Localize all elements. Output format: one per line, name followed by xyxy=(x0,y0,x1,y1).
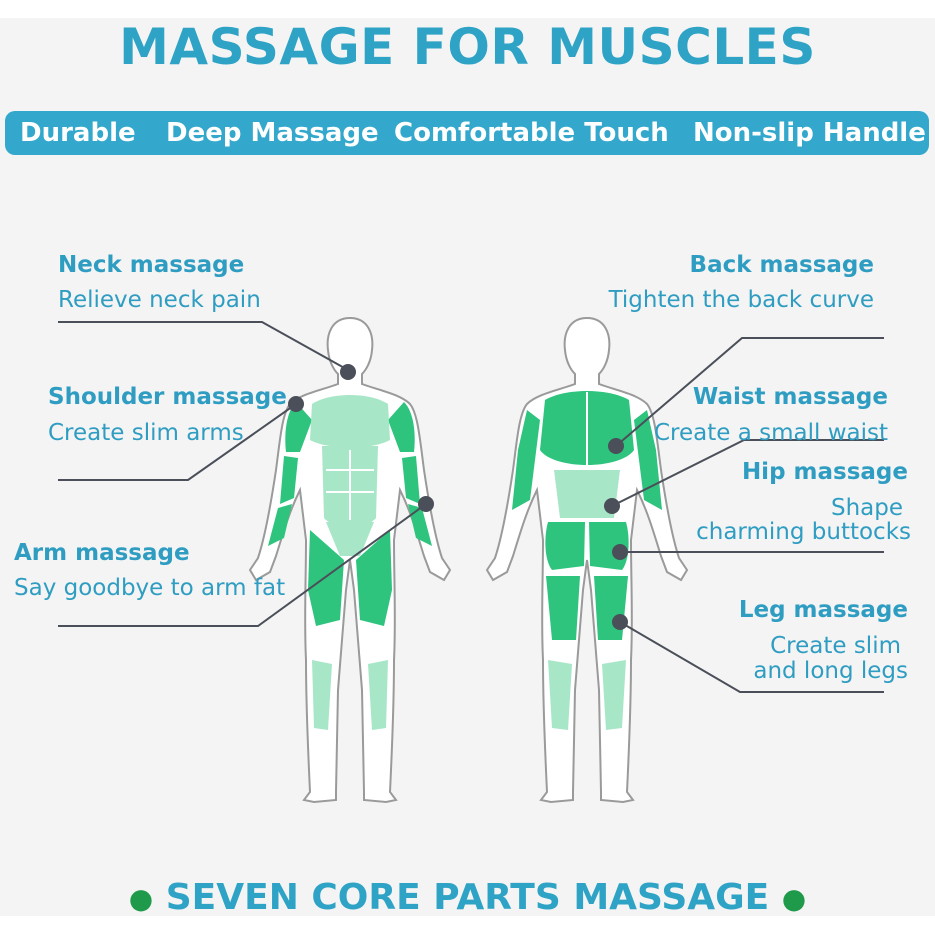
front-right-shoulder xyxy=(388,402,415,452)
page-title: MASSAGE FOR MUSCLES xyxy=(119,18,816,76)
neck-heading: Neck massage xyxy=(58,252,245,278)
neck-marker-icon xyxy=(340,364,356,380)
back-body-figure xyxy=(485,316,689,804)
back-leader xyxy=(615,337,884,447)
leg-marker-icon xyxy=(612,614,628,630)
leg-heading: Leg massage xyxy=(738,597,908,623)
back-left-glute xyxy=(545,522,585,570)
arm-marker-icon xyxy=(418,496,434,512)
shoulder-desc: Create slim arms xyxy=(48,420,244,446)
front-left-upperarm xyxy=(280,456,298,504)
arm-heading: Arm massage xyxy=(14,540,190,566)
back-heading: Back massage xyxy=(689,252,874,278)
feature-deep-massage: Deep Massage xyxy=(166,118,379,148)
footer-caption: ● SEVEN CORE PARTS MASSAGE ● xyxy=(0,876,935,921)
markers xyxy=(288,364,628,630)
neck-leader xyxy=(58,321,349,371)
front-right-thigh xyxy=(356,530,392,626)
feature-non-slip-handle: Non-slip Handle xyxy=(693,118,926,148)
back-lower-back xyxy=(554,470,620,518)
shoulder-marker-icon xyxy=(288,396,304,412)
hip-desc-line2: charming buttocks xyxy=(696,519,911,545)
front-right-shin xyxy=(368,660,388,730)
arm-desc: Say goodbye to arm fat xyxy=(14,575,286,601)
neck-desc: Relieve neck pain xyxy=(58,287,261,313)
footer-text: SEVEN CORE PARTS MASSAGE xyxy=(165,877,770,918)
waist-heading: Waist massage xyxy=(692,384,888,410)
front-right-upperarm xyxy=(402,456,420,504)
leg-desc-line1: Create slim xyxy=(770,633,901,659)
front-right-forearm xyxy=(408,504,432,546)
green-dot-icon: ● xyxy=(781,882,807,915)
leader-lines xyxy=(58,321,884,693)
background-panel xyxy=(0,18,935,916)
feature-comfortable-touch: Comfortable Touch xyxy=(394,118,669,148)
shoulder-heading: Shoulder massage xyxy=(48,384,287,410)
back-left-hamstring xyxy=(546,576,580,640)
front-left-thigh xyxy=(308,530,344,626)
back-right-calf xyxy=(602,660,626,730)
hip-desc-line1: Shape xyxy=(830,495,903,521)
leg-leader xyxy=(619,621,884,693)
leg-desc-line2: and long legs xyxy=(753,658,908,684)
hip-heading: Hip massage xyxy=(741,459,908,485)
front-left-shin xyxy=(312,660,332,730)
green-dot-icon: ● xyxy=(128,882,154,915)
waist-marker-icon xyxy=(604,498,620,514)
shoulder-leader xyxy=(58,403,297,481)
hip-marker-icon xyxy=(612,544,628,560)
waist-desc: Create a small waist xyxy=(653,420,888,446)
arm-leader xyxy=(58,503,427,627)
back-body-outline xyxy=(485,316,689,804)
back-desc: Tighten the back curve xyxy=(608,287,874,313)
front-left-forearm xyxy=(268,504,292,546)
back-left-arm xyxy=(512,410,540,510)
front-pelvis xyxy=(326,522,374,556)
back-left-calf xyxy=(548,660,572,730)
waist-leader xyxy=(611,439,884,507)
feature-durable: Durable xyxy=(20,118,136,148)
back-marker-icon xyxy=(608,438,624,454)
feature-banner xyxy=(5,111,929,155)
front-chest xyxy=(310,395,390,448)
front-left-shoulder xyxy=(285,402,312,452)
